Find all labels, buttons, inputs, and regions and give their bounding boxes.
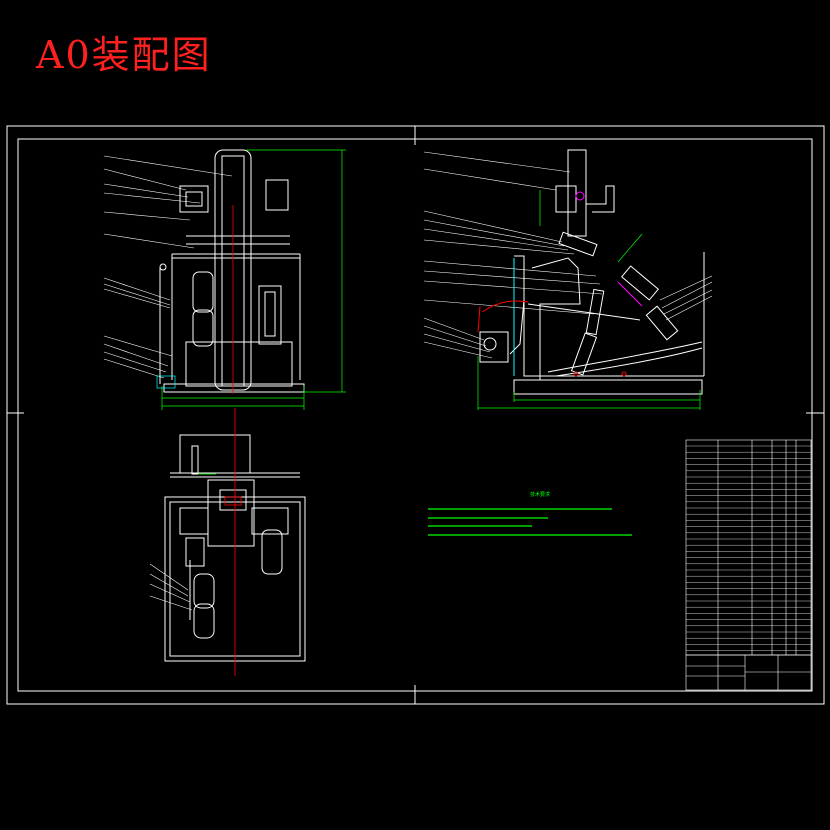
side-view-accents [477,191,643,377]
center-marks [7,126,824,704]
front-view-dimensions [156,149,346,410]
top-view-leaders [149,563,193,611]
technical-notes-heading: 技术要求 [530,491,550,498]
front-view-leaders [103,155,233,379]
inner-border [17,138,813,692]
top-view-accents [198,473,242,506]
side-view [479,149,705,395]
parts-list-rows [686,445,811,651]
front-view [159,149,305,393]
side-view-dimensions [477,190,701,410]
side-view-leaders [423,151,713,359]
drawing-title: A0装配图 [36,33,212,77]
outer-border [6,125,825,705]
technical-notes: 技术要求 [428,491,632,536]
title-block [685,654,812,691]
parts-list [685,439,812,690]
